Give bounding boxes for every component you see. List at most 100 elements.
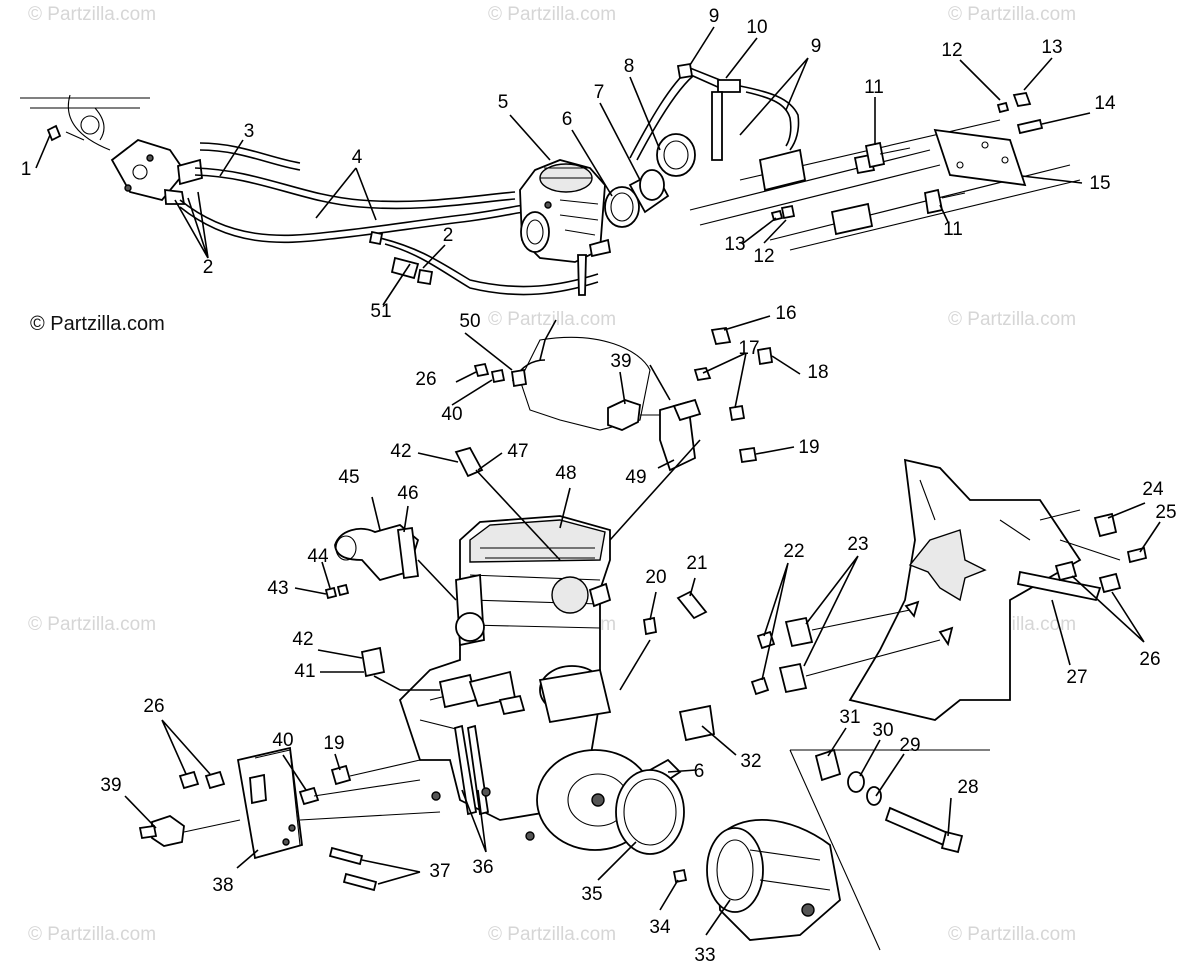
fuel-lines bbox=[179, 142, 599, 296]
nut-icon bbox=[330, 764, 352, 786]
callout-8: 8 bbox=[624, 56, 635, 77]
washer-icon bbox=[298, 786, 320, 806]
spacer bbox=[814, 748, 842, 782]
watermark-text: © Partzilla.com bbox=[488, 4, 616, 25]
callout-19: 19 bbox=[323, 733, 344, 754]
callout-47: 47 bbox=[507, 441, 528, 462]
bolt-icon bbox=[342, 872, 378, 892]
air-clamp bbox=[656, 133, 696, 177]
callout-25: 25 bbox=[1155, 502, 1176, 523]
valve-cover bbox=[469, 519, 606, 563]
thermostat-housing bbox=[551, 576, 589, 614]
rubber-mount bbox=[923, 188, 944, 215]
callout-44: 44 bbox=[307, 546, 329, 567]
watermark-text: © Partzilla.com bbox=[948, 924, 1076, 945]
rubber-mount bbox=[607, 399, 641, 431]
washer-icon bbox=[490, 368, 506, 384]
nut-icon bbox=[473, 362, 490, 378]
rubber-mount bbox=[784, 616, 814, 648]
left-bracket-group bbox=[138, 746, 441, 892]
callout-2: 2 bbox=[203, 257, 214, 278]
callout-24: 24 bbox=[1142, 479, 1164, 500]
callout-4: 4 bbox=[352, 147, 363, 168]
nut-icon bbox=[770, 209, 784, 222]
watermark-text: © Partzilla.com bbox=[28, 614, 156, 635]
watermark-text: © Partzilla.com bbox=[488, 309, 616, 330]
callout-14: 14 bbox=[1094, 93, 1116, 114]
callout-39: 39 bbox=[100, 775, 121, 796]
callout-26: 26 bbox=[143, 696, 164, 717]
gasket bbox=[396, 526, 420, 580]
callout-36: 36 bbox=[472, 857, 493, 878]
callout-51: 51 bbox=[370, 301, 391, 322]
callout-15: 15 bbox=[1089, 173, 1110, 194]
bolt-icon bbox=[756, 346, 774, 366]
callout-40: 40 bbox=[441, 404, 462, 425]
callout-48: 48 bbox=[555, 463, 576, 484]
callout-12: 12 bbox=[753, 246, 774, 267]
rubber-mount bbox=[864, 141, 886, 169]
intake-clamp bbox=[604, 186, 640, 228]
clutch-group bbox=[615, 748, 990, 951]
callout-1: 1 bbox=[21, 159, 32, 180]
callout-3: 3 bbox=[244, 121, 255, 142]
nut-icon bbox=[738, 446, 758, 464]
callout-10: 10 bbox=[746, 17, 767, 38]
callout-5: 5 bbox=[498, 92, 509, 113]
rubber-mount bbox=[778, 662, 808, 694]
callout-50: 50 bbox=[459, 311, 480, 332]
watermark-text: © Partzilla.com bbox=[948, 4, 1076, 25]
screw-icon bbox=[1126, 546, 1148, 564]
callout-13: 13 bbox=[1041, 37, 1062, 58]
callout-46: 46 bbox=[397, 483, 418, 504]
callout-41: 41 bbox=[294, 661, 315, 682]
shroud-group bbox=[473, 319, 774, 472]
callout-40: 40 bbox=[272, 730, 293, 751]
washer-icon bbox=[866, 786, 882, 806]
callout-16: 16 bbox=[775, 303, 796, 324]
callout-39: 39 bbox=[610, 351, 631, 372]
mount-bracket-top bbox=[689, 91, 1081, 251]
callout-28: 28 bbox=[957, 777, 978, 798]
callout-19: 19 bbox=[798, 437, 819, 458]
watermark-text: © Partzilla.com bbox=[28, 924, 156, 945]
callout-9: 9 bbox=[811, 36, 822, 57]
callout-11: 11 bbox=[864, 77, 884, 98]
callout-2: 2 bbox=[443, 225, 454, 246]
carburetor-group bbox=[519, 133, 696, 296]
watermark-text: © Partzilla.com bbox=[488, 924, 616, 945]
fuel-filter bbox=[390, 256, 420, 280]
callout-6: 6 bbox=[694, 761, 705, 782]
callout-6: 6 bbox=[562, 109, 573, 130]
callout-labels: 1 2 2 2 3 4 5 6 6 7 8 9 9 10 11 11 12 12… bbox=[21, 6, 1177, 966]
engine-bracket bbox=[236, 746, 303, 860]
callout-22: 22 bbox=[783, 541, 804, 562]
washer-icon bbox=[847, 771, 865, 793]
frame-plate bbox=[848, 458, 1082, 721]
bracket-arm bbox=[1016, 570, 1102, 602]
screw-icon bbox=[46, 124, 62, 142]
callout-26: 26 bbox=[1139, 649, 1160, 670]
watermark-text: © Partzilla.com bbox=[948, 309, 1076, 330]
clip-icon bbox=[1093, 512, 1118, 538]
callout-21: 21 bbox=[686, 553, 707, 574]
callout-38: 38 bbox=[212, 875, 233, 896]
tee-fitting bbox=[717, 79, 741, 93]
nut-icon bbox=[336, 583, 350, 597]
washer-icon bbox=[750, 676, 770, 696]
callout-27: 27 bbox=[1066, 667, 1087, 688]
callout-12: 12 bbox=[941, 40, 962, 61]
intake-elbow-group bbox=[324, 446, 561, 691]
washer-icon bbox=[324, 586, 338, 600]
copyright-text: © Partzilla.com bbox=[30, 313, 165, 335]
clutch-bolt bbox=[884, 806, 952, 848]
gasket-ring bbox=[615, 769, 685, 855]
nut-icon bbox=[1098, 572, 1122, 594]
callout-49: 49 bbox=[625, 467, 646, 488]
callout-43: 43 bbox=[267, 578, 288, 599]
callout-9: 9 bbox=[709, 6, 720, 27]
callout-32: 32 bbox=[740, 751, 761, 772]
bolt-icon bbox=[1016, 118, 1044, 135]
nut-icon bbox=[178, 770, 200, 790]
